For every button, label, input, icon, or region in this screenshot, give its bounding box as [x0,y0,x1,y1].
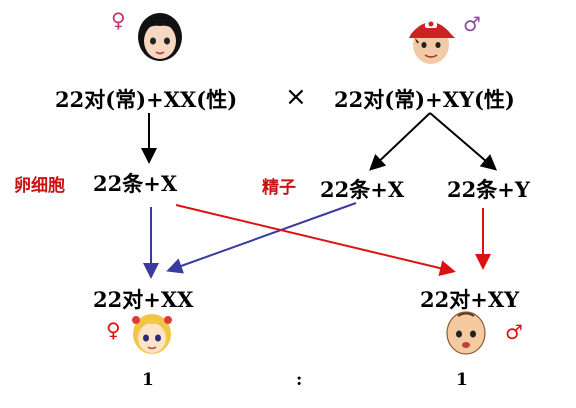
arrow-egg-to-male-offspring [175,204,456,276]
ratio-separator: : [296,370,303,390]
male-offspring-avatar [444,310,488,356]
female-parent-avatar [135,10,185,62]
female-parent-symbol: ♀ [111,8,126,32]
sperm-label: 精子 [262,178,296,198]
egg-cell-label: 卵细胞 [14,176,65,196]
male-parent-symbol: ♂ [463,12,481,36]
male-offspring-symbol: ♂ [505,320,523,344]
male-offspring-genotype: 22对+XY [420,287,520,312]
female-ratio: 1 [142,370,154,390]
male-ratio: 1 [456,370,468,390]
egg-gamete: 22条+X [93,171,178,196]
male-parent-genotype: 22对(常)+XY(性) [334,87,515,112]
arrow-sperm-x-to-female-offspring [166,202,357,274]
female-offspring-symbol: ♀ [106,318,121,342]
arrow-male-to-sperm-y [429,112,498,171]
female-parent-genotype: 22对(常)+XX(性) [55,87,238,112]
female-offspring-avatar [130,310,174,356]
sperm-y-gamete: 22条+Y [447,177,530,202]
sperm-x-gamete: 22条+X [320,177,405,202]
female-offspring-genotype: 22对+XX [93,287,194,312]
cross-symbol: × [285,82,307,112]
arrow-male-to-sperm-x [369,112,431,171]
male-parent-avatar [405,12,457,66]
